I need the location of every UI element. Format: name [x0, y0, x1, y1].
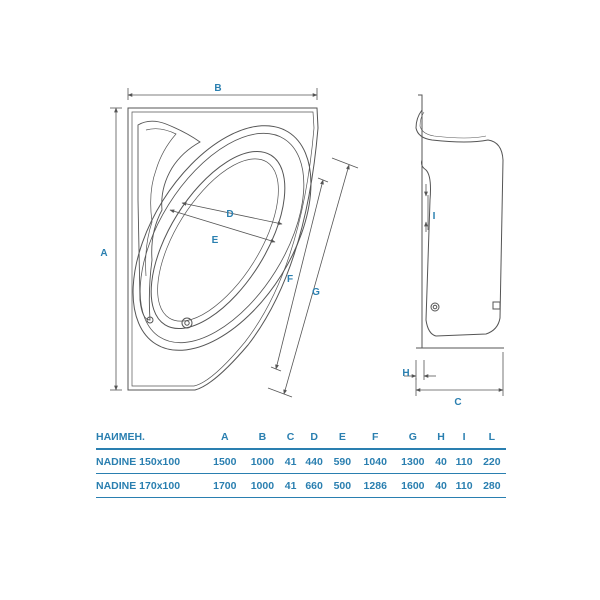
table-header-row: НАИМЕН. A B C D E F G H I L [96, 425, 506, 449]
dim-label-g: G [312, 287, 320, 298]
table-cell: 1600 [401, 479, 425, 492]
table-header-cell: G [408, 430, 417, 443]
table-cell: 110 [455, 455, 473, 468]
dim-label-f: F [287, 274, 293, 285]
table-cell: 1286 [363, 479, 387, 492]
table-cell: 1000 [250, 479, 275, 492]
table-header-cell: L [488, 430, 496, 443]
table-cell: 110 [455, 479, 473, 492]
table-cell: 590 [333, 455, 352, 468]
table-cell: 1700 [213, 479, 237, 492]
inner-rim [132, 125, 312, 351]
drain-icon [181, 317, 193, 329]
table-header-cell: НАИМЕН. [96, 430, 145, 443]
corner-seat [137, 120, 201, 321]
table-cell: 1300 [401, 455, 425, 468]
table-header-cell: B [258, 430, 267, 443]
dim-label-d: D [226, 209, 233, 220]
table-header-cell: A [221, 430, 229, 443]
dim-label-c: C [454, 397, 461, 408]
table-header-cell: D [310, 430, 318, 443]
dim-label-a: A [100, 248, 107, 259]
table-row: NADINE 170x100 1700 1000 41 660 500 1286… [96, 474, 506, 498]
table-cell: 220 [483, 455, 501, 468]
side-view-dimensions [404, 184, 504, 396]
side-body [415, 109, 504, 337]
table-cell: 41 [284, 479, 297, 492]
table-cell: 500 [333, 479, 352, 492]
table-header-cell: E [338, 430, 346, 443]
dim-label-h: H [402, 368, 409, 379]
table-cell: 440 [305, 455, 323, 468]
table-cell: 1500 [213, 455, 237, 468]
table-cell: NADINE 170x100 [96, 479, 181, 492]
side-view [415, 94, 504, 349]
top-view [127, 107, 319, 391]
table-cell: NADINE 150x100 [96, 455, 181, 468]
table-cell: 1000 [250, 455, 275, 468]
dim-label-b: B [214, 83, 221, 94]
table-cell: 660 [305, 479, 323, 492]
table-header-cell: F [372, 430, 379, 443]
top-view-dimensions [110, 88, 359, 398]
dim-label-i: I [433, 211, 436, 222]
tub-outline [127, 107, 319, 391]
table-header-cell: I [462, 430, 466, 443]
table-header-cell: H [437, 430, 445, 443]
table-cell: 40 [435, 455, 447, 468]
table-cell: 41 [284, 455, 297, 468]
table-cell: 1040 [363, 455, 387, 468]
dim-label-e: E [212, 235, 219, 246]
side-rim [418, 94, 500, 349]
spec-table: НАИМЕН. A B C D E F G H I L NADINE 150x1… [96, 425, 506, 498]
table-row: NADINE 150x100 1500 1000 41 440 590 1040… [96, 449, 506, 474]
table-cell: 40 [435, 479, 447, 492]
table-cell: 280 [483, 479, 501, 492]
table-header-cell: C [286, 430, 295, 443]
